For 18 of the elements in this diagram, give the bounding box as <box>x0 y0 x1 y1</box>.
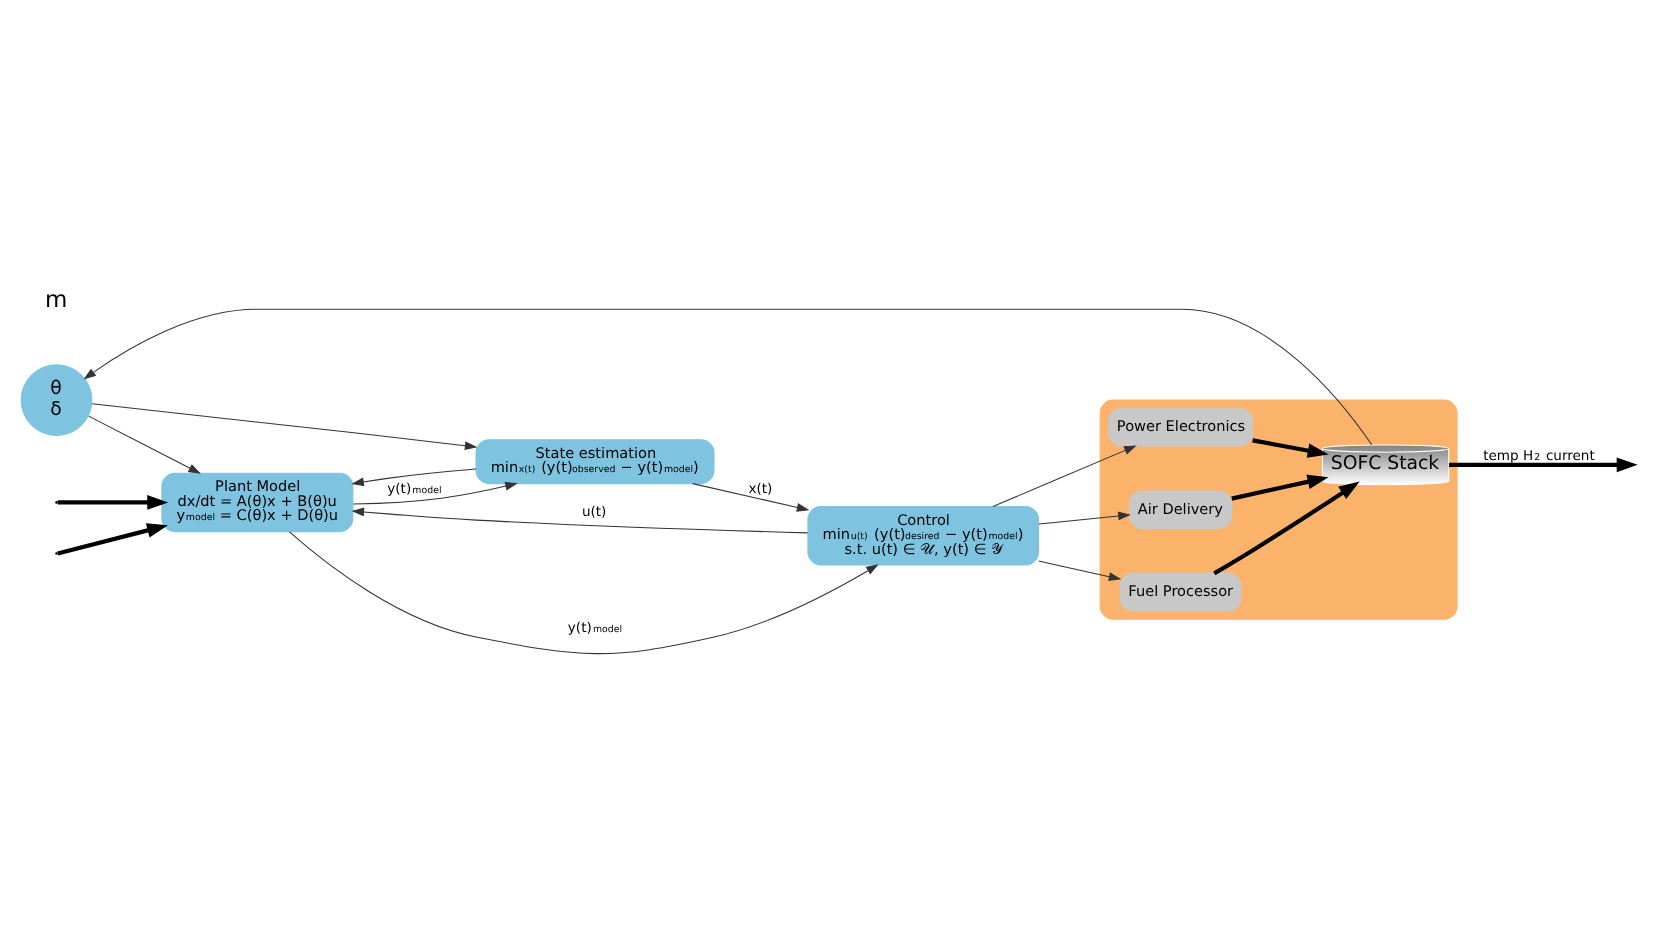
arrow <box>288 531 879 655</box>
arrow <box>352 481 518 505</box>
arrow <box>1038 560 1122 581</box>
arrow <box>1252 438 1329 458</box>
node-circle: θ δ <box>20 364 93 436</box>
arrow <box>351 507 809 534</box>
arrow <box>57 523 168 556</box>
arrow <box>1231 474 1329 501</box>
arrow <box>351 468 477 487</box>
arrow <box>88 415 201 474</box>
arrow <box>992 445 1137 508</box>
arrow <box>1213 481 1360 576</box>
arrow <box>57 495 169 510</box>
arrow <box>91 403 478 451</box>
arrow <box>692 483 810 512</box>
arrow <box>1038 511 1131 525</box>
cluster <box>1099 399 1458 620</box>
label: m <box>45 284 68 313</box>
